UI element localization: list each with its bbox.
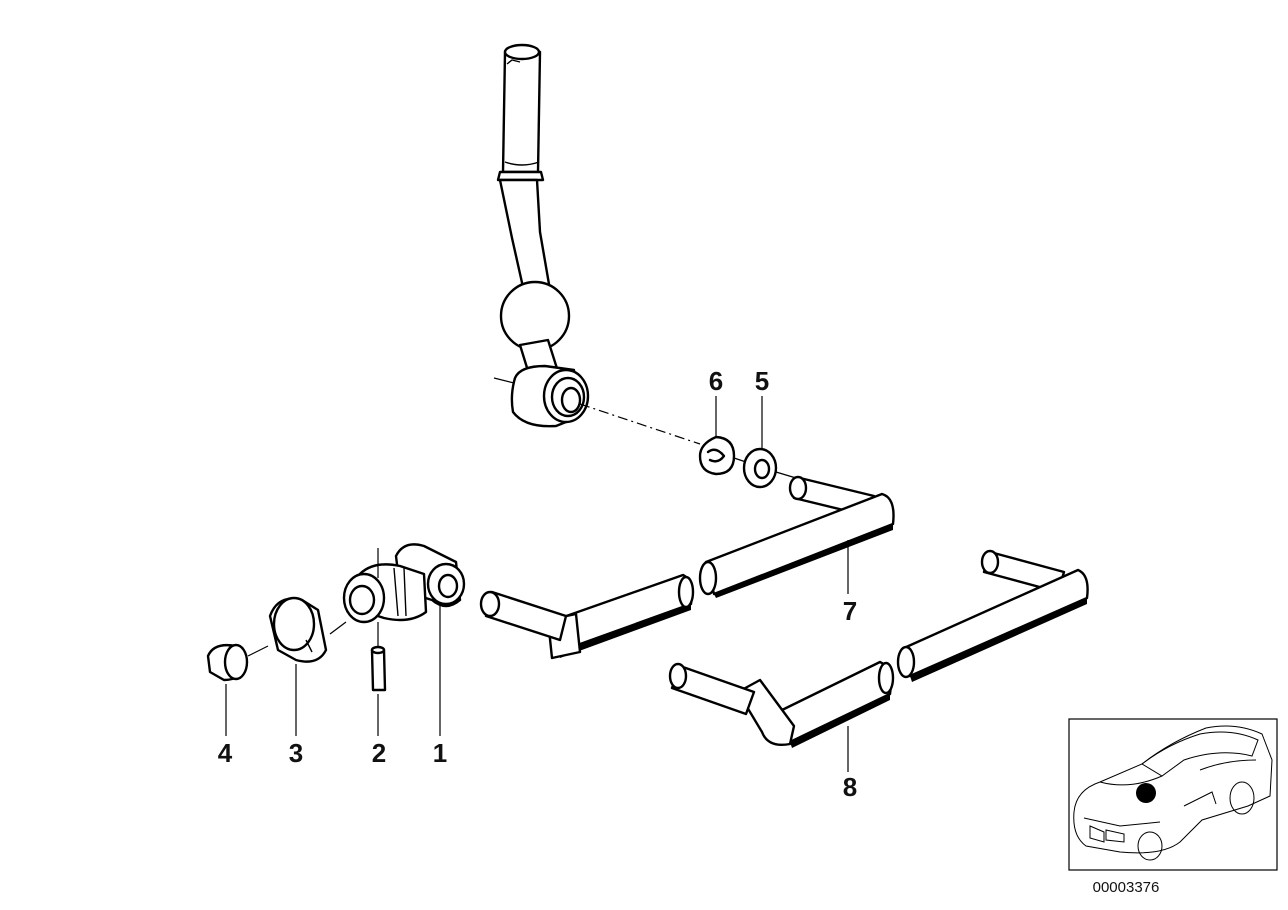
callout-2: 2 xyxy=(372,738,386,768)
bearing-sleeve xyxy=(342,548,428,648)
car-outline-icon xyxy=(1073,725,1273,861)
callout-4: 4 xyxy=(218,738,233,768)
lower-shift-rod xyxy=(668,549,1089,772)
shift-lever xyxy=(493,43,797,479)
upper-shift-rod xyxy=(479,475,895,660)
location-marker xyxy=(1136,783,1156,803)
diagram-id: 00003376 xyxy=(1093,879,1160,896)
callout-6: 6 xyxy=(709,366,723,396)
dowel-pin xyxy=(370,645,387,736)
callout-8: 8 xyxy=(843,772,857,802)
split-bush xyxy=(268,596,347,736)
callout-3: 3 xyxy=(289,738,303,768)
washer xyxy=(742,396,778,489)
callout-7: 7 xyxy=(843,596,857,626)
vehicle-location-thumbnail: 00003376 xyxy=(1068,718,1278,896)
callout-5: 5 xyxy=(755,366,769,396)
circlip xyxy=(698,396,736,476)
end-cap xyxy=(206,643,269,736)
callout-1: 1 xyxy=(433,738,447,768)
